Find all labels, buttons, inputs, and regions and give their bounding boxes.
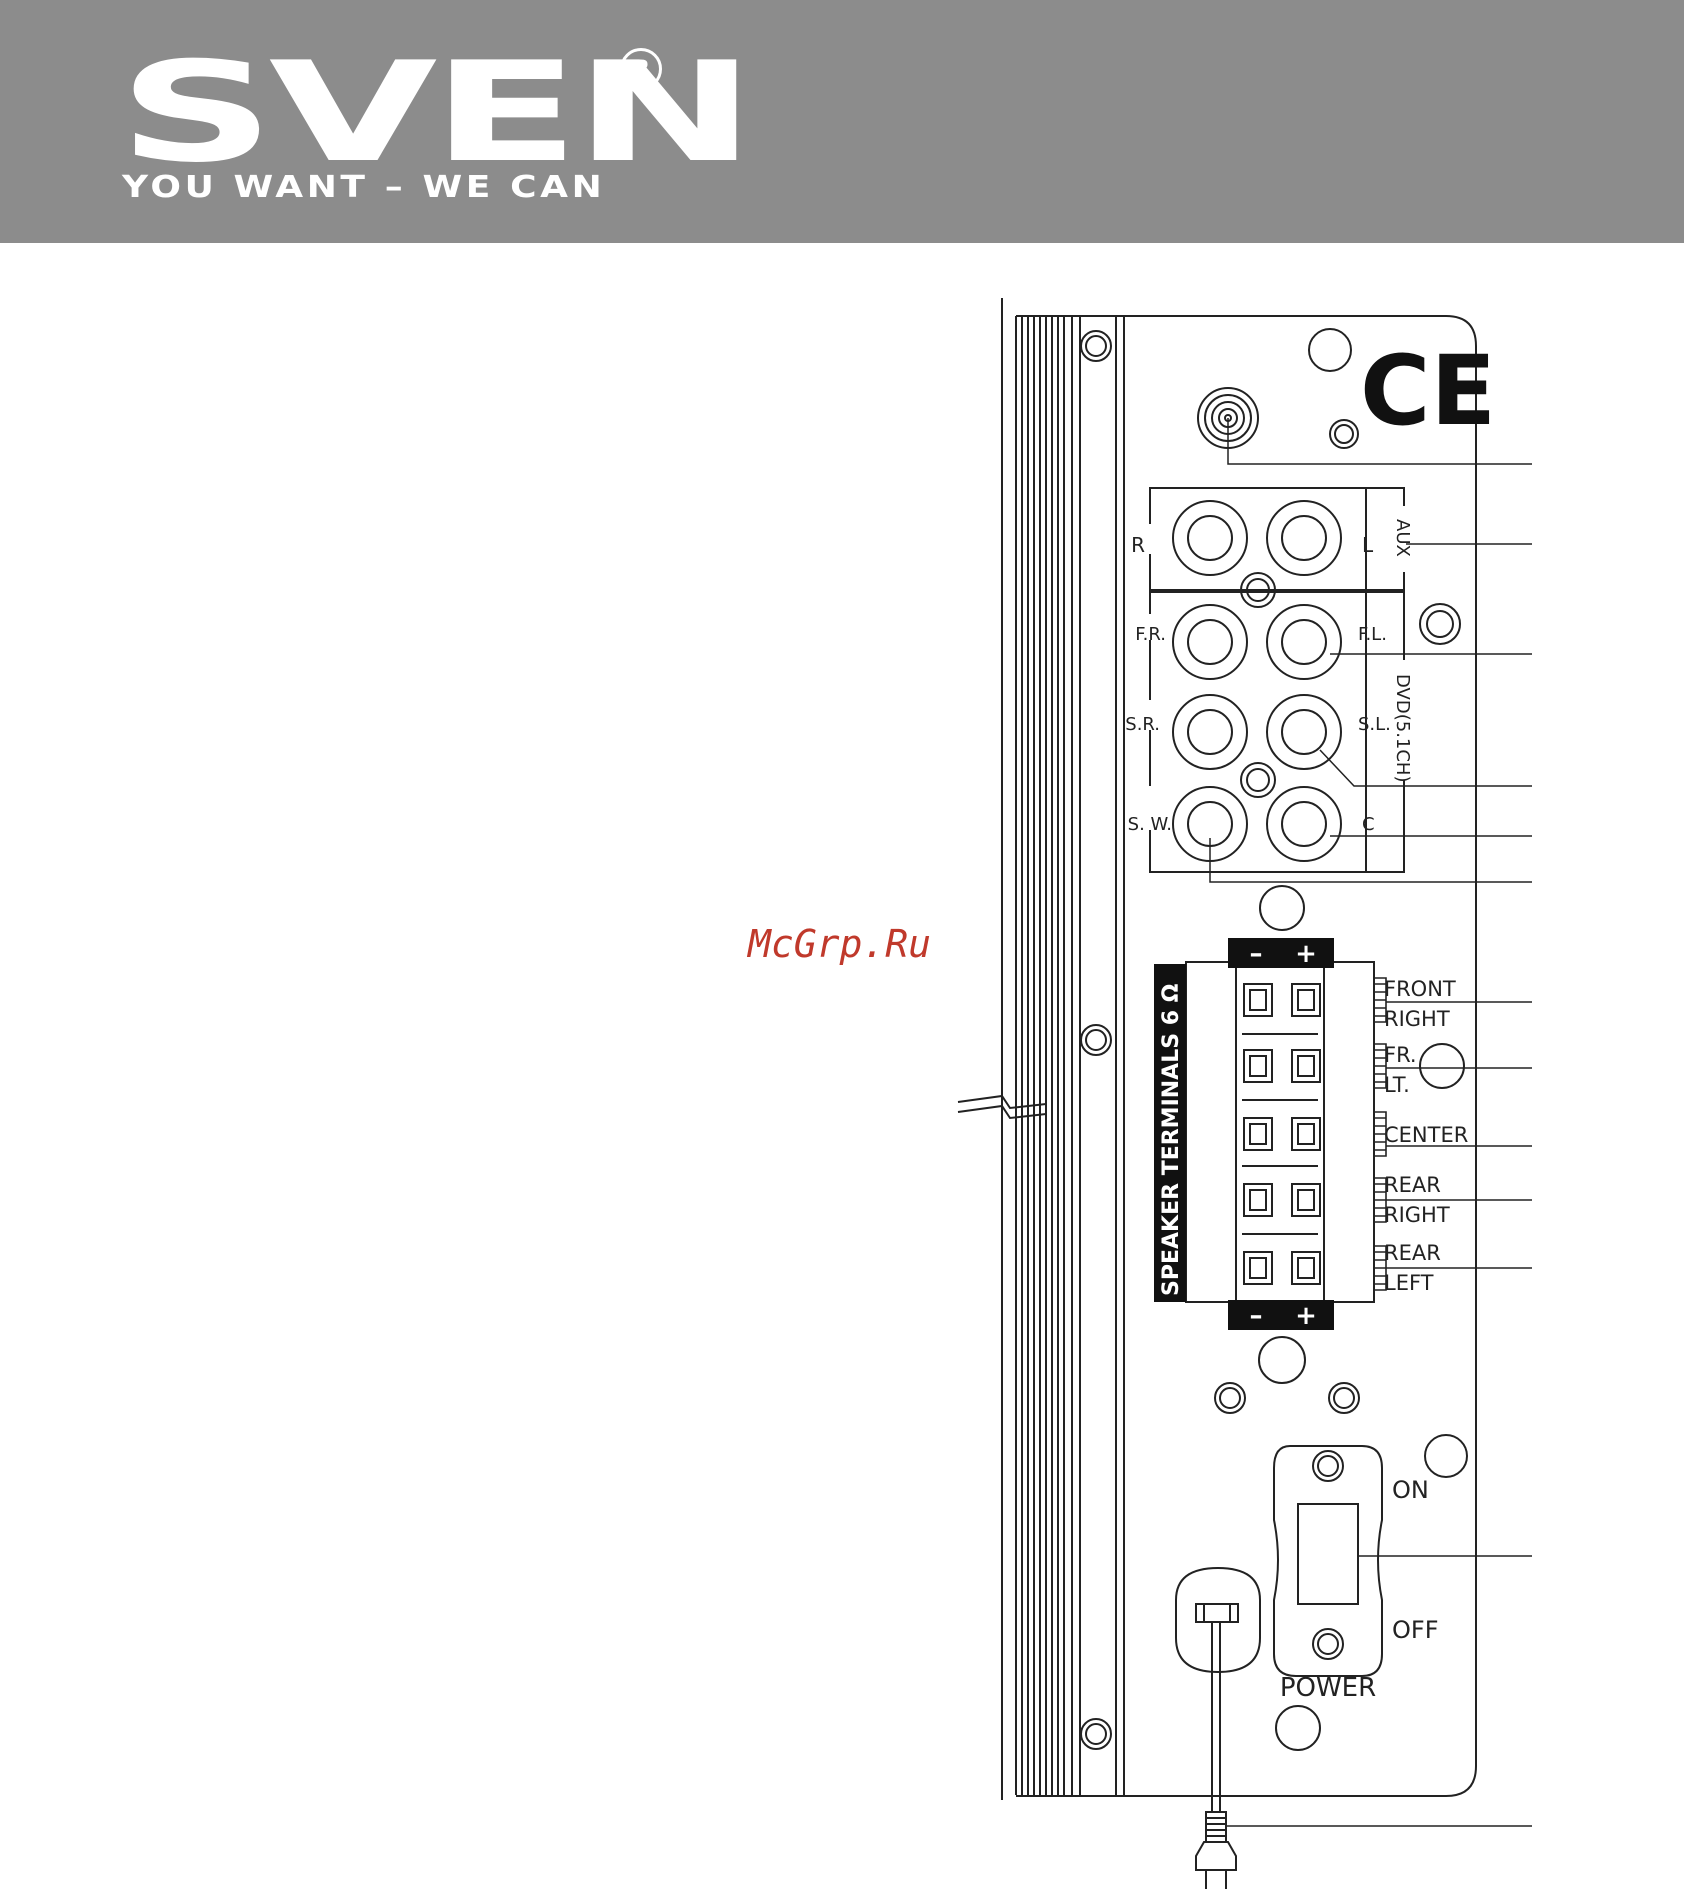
power-switch-plate — [1273, 1445, 1383, 1677]
dvd-front-right-label: F.R. — [1135, 624, 1166, 645]
aux-left-label: L — [1362, 533, 1374, 557]
dvd-center-label: C — [1362, 814, 1375, 835]
power-label: POWER — [1280, 1673, 1376, 1703]
power-cord-entry — [1175, 1566, 1261, 1674]
ce-mark: CE — [1360, 335, 1496, 447]
polarity-bar-top — [1228, 938, 1334, 968]
speaker-terminal-block — [1185, 961, 1375, 1303]
power-on-label: ON — [1392, 1476, 1429, 1504]
aux-right-label: R — [1131, 533, 1145, 557]
speaker-terminals-title: SPEAKER TERMINALS 6 Ω — [1159, 983, 1184, 1296]
channel-front-left-line1: FR. — [1384, 1043, 1417, 1067]
dvd-group-label: DVD(5.1CH) — [1392, 674, 1413, 783]
aux-group — [1149, 487, 1367, 591]
speaker-terminals-title-strip — [1154, 964, 1186, 1302]
polarity-bar-bottom — [1228, 1300, 1334, 1330]
dvd-surround-right-label: S.R. — [1125, 714, 1160, 735]
dvd-subwoofer-label: S. W. — [1128, 814, 1172, 835]
power-plug-icon — [1205, 1811, 1227, 1843]
power-switch — [1297, 1503, 1359, 1605]
channel-rear-left-line2: LEFT — [1384, 1271, 1434, 1295]
channel-front-left-line2: LT. — [1384, 1073, 1410, 1097]
watermark: McGrp.Ru — [748, 922, 932, 966]
registered-mark-icon: R — [620, 48, 662, 90]
mounting-hole — [1308, 328, 1352, 372]
dvd-front-left-label: F.L. — [1358, 624, 1387, 645]
dvd-group — [1149, 591, 1367, 873]
header-bar: SVEN R YOU WANT – WE CAN — [0, 0, 1684, 243]
power-off-label: OFF — [1392, 1616, 1439, 1644]
brand-tagline: YOU WANT – WE CAN — [122, 170, 606, 205]
terminal-minus-bottom: – — [1250, 1301, 1263, 1331]
main-plate — [1126, 315, 1477, 1797]
terminal-minus-top: – — [1250, 939, 1263, 969]
dvd-surround-left-label: S.L. — [1358, 714, 1391, 735]
channel-rear-right-line1: REAR — [1384, 1173, 1441, 1197]
terminal-plus-top: + — [1295, 939, 1317, 969]
channel-front-right-line2: RIGHT — [1384, 1007, 1450, 1031]
channel-center-line1: CENTER — [1384, 1123, 1468, 1147]
aux-group-label: AUX — [1392, 519, 1413, 557]
channel-rear-left-line1: REAR — [1384, 1241, 1441, 1265]
terminal-plus-bottom: + — [1295, 1301, 1317, 1331]
channel-front-right-line1: FRONT — [1384, 977, 1456, 1001]
channel-rear-right-line2: RIGHT — [1384, 1203, 1450, 1227]
